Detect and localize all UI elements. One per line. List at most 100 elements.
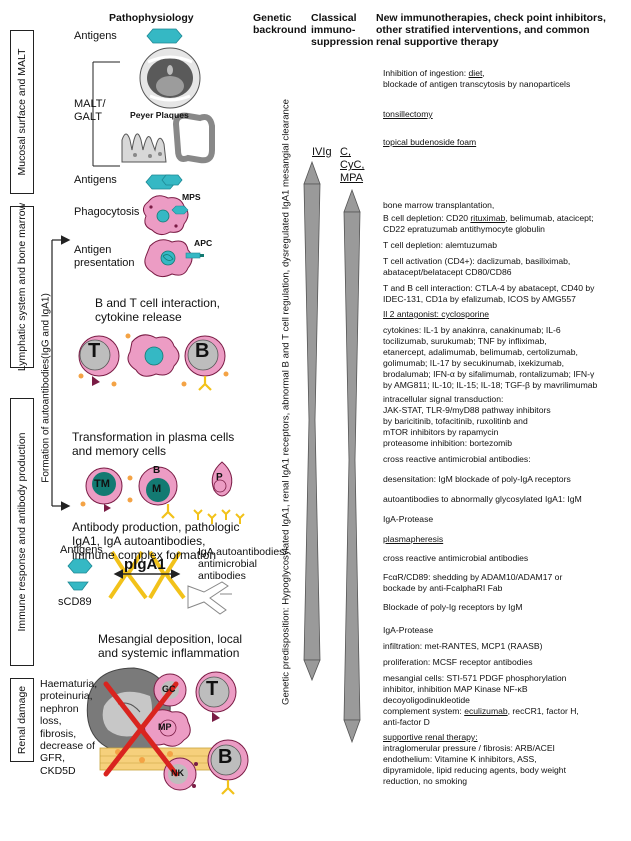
label-malt: MALT/ GALT [74,98,106,124]
therapy-line: plasmapheresis [383,534,631,544]
therapy-text: mTOR inhibitors by rapamycin [383,427,499,437]
therapy-line: tonsillectomy [383,109,631,119]
stage-box-renal: Renal damage [10,678,34,762]
plasma-cell-icon [211,461,233,497]
therapy-text: anti-factor D [383,717,430,727]
therapy-text: cross reactive antimicrobial antibodies: [383,454,531,464]
label-bt-interaction-line-1: B and T cell interaction, [95,296,220,310]
label-mesangial: Mesangial deposition, local and systemic… [98,632,242,660]
therapy-text: B cell depletion: CD20 [383,213,471,223]
therapy-line: by baricitinib, tofacitinib, ruxolitinb … [383,416,631,426]
therapy-text: reduction, no smoking [383,776,468,786]
header-pathophysiology: Pathophysiology [109,12,194,24]
therapy-text: brodalumab; IFN-α by sifalimumab, rontal… [383,369,595,379]
label-antigens-low: Antigens [60,544,103,556]
therapy-line: bockade by anti-FcalphaRI Fab [383,583,631,593]
antibody-cluster-icon [193,509,245,524]
therapy-text: tocilizumab, surukumab; TNF by inflixima… [383,336,547,346]
label-antibody-production-line-2: IgA1, IgA autoantibodies, [72,534,206,548]
label-peyer: Peyer Plaques [130,110,189,120]
therapy-text: intraglomerular pressure / fibrosis: ARB… [383,743,555,753]
therapy-line: tocilizumab, surukumab; TNF by inflixima… [383,336,631,346]
therapy-line: topical budenoside foam [383,137,631,147]
therapy-text: rituximab [470,213,506,223]
therapy-text: , recCR1, factor H, [507,706,579,716]
label-malt-line-2: GALT [74,111,102,123]
cytokine-dot-4 [181,381,187,387]
header-classical: Classical immuno- suppression [311,12,373,48]
therapy-line: IDEC-131, CD1a by efalizumab, ICOS by AM… [383,294,631,304]
colon-icon [172,112,215,164]
therapy-text: decoyoligodinukleotide [383,695,470,705]
therapy-text: autoantibodies to abnormally glycosylate… [383,494,582,504]
b-cell-renal-letter: B [218,746,233,768]
renal-symptom-1: Haematuria, [40,678,98,690]
label-transformation: Transformation in plasma cells and memor… [72,430,234,458]
piga1-dimer-icon [108,550,186,600]
therapy-text: Inhibition of ingestion: [383,68,469,78]
therapy-text: T cell depletion: alemtuzumab [383,240,498,250]
label-bt-interaction-line-2: cytokine release [95,310,182,324]
label-c-cyc-mpa: C, CyC, MPA [340,146,364,185]
therapy-line: mesangial cells: STI-571 PDGF phosphoryl… [383,673,631,683]
label-scd89: sCD89 [58,596,92,608]
therapy-text: complement system: [383,706,465,716]
label-iga-autoantibodies: IgA autoantibodies/ antimicrobial antibo… [198,546,287,582]
cytokine-dot-1 [78,373,84,379]
therapy-line: abatacept/belatacept CD80/CD86 [383,267,631,277]
renal-symptom-3: nephron [40,702,79,715]
label-c: C, [340,146,351,158]
therapy-text: IgA-Protease [383,625,434,635]
therapy-line: proliferation: MCSF receptor antibodies [383,657,631,667]
therapy-text: Il 2 antagonist: cyclosporine [383,309,490,319]
therapy-text: JAK-STAT, TLR-9/myD88 pathway inhibitors [383,405,551,415]
macrophage-icon [144,709,191,747]
therapy-line: Blockade of poly-Ig receptors by IgM [383,602,631,612]
therapy-text: plasmapheresis [383,534,444,544]
label-phagocytosis: Phagocytosis [74,206,140,218]
label-iga-autoantibodies-line-1: IgA autoantibodies/ [198,546,288,558]
antigen-hexagon-icon [146,28,183,44]
intestine-villi-icon [121,133,167,163]
scd89-icon [67,581,89,591]
therapy-line: proteasome inhibition: bortezomib [383,438,631,448]
label-renal-symptoms: Haematuria, proteinuria, nephron loss, f… [40,678,97,777]
t-cell-icon [78,335,120,386]
memory-b-cell-icon [138,466,178,519]
therapy-line: blockade of antigen transcytosis by nano… [383,79,631,89]
red-cross-icon [103,681,179,777]
therapy-text: cross reactive antimicrobial antibodies [383,553,529,563]
cytokine-dot-6 [80,501,86,507]
therapy-line: autoantibodies to abnormally glycosylate… [383,494,631,504]
memory-t-cell-icon [85,467,123,512]
therapy-line: cross reactive antimicrobial antibodies [383,553,631,563]
therapy-line: T cell depletion: alemtuzumab [383,240,631,250]
therapy-text: bone marrow transplantation, [383,200,495,210]
therapy-text: supportive renal therapy: [383,732,478,742]
therapy-line: intraglomerular pressure / fibrosis: ARB… [383,743,631,753]
b-cell-letter: B [195,340,210,362]
label-antibody-production-line-3: immune complex formation [72,548,217,562]
cytokine-dot-5 [223,371,229,377]
therapy-line: FcαR/CD89: shedding by ADAM10/ADAM17 or [383,572,631,582]
therapy-text: golimumab; IL-17 by secukinumab, ixekizu… [383,358,565,368]
therapy-text: desensitation: IgM blockade of poly-IgA … [383,474,571,484]
therapy-line: Inhibition of ingestion: diet, [383,68,631,78]
label-mpa: MPA [340,172,364,184]
antigen-hexagon-mid-2-icon [161,174,183,186]
b-cell-icon [184,335,226,391]
header-genetic-line-1: Genetic [253,12,292,24]
header-genetic: Genetic backround [253,12,307,36]
renal-symptom-4: loss, [40,715,62,728]
therapy-line: JAK-STAT, TLR-9/myD88 pathway inhibitors [383,405,631,415]
therapy-line: mTOR inhibitors by rapamycin [383,427,631,437]
therapy-text: FcαR/CD89: shedding by ADAM10/ADAM17 or [383,572,563,582]
therapy-text: CD22 epratuzumab antithymocyte globulin [383,224,545,234]
label-iga-autoantibodies-line-2: antimicrobial [198,558,257,570]
therapy-line: bone marrow transplantation, [383,200,631,210]
therapy-line: reduction, no smoking [383,776,631,786]
t-cell-renal-icon [195,671,237,722]
stage-box-immune: Immune response and antibody production [10,398,34,666]
label-transformation-line-2: and memory cells [72,444,167,458]
cytokine-dot-7 [127,475,133,481]
